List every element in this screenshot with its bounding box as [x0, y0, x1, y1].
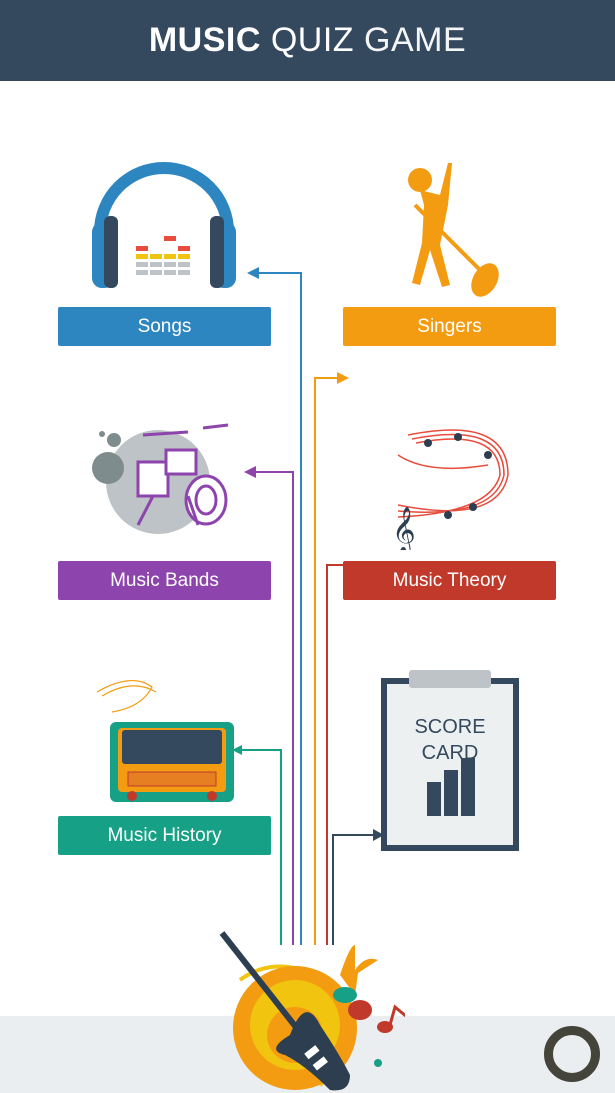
singers-button[interactable]: Singers — [343, 307, 556, 346]
music-history-button[interactable]: Music History — [58, 816, 271, 855]
score-label: SCORE — [414, 716, 486, 738]
bar-chart-icon — [427, 758, 475, 816]
headphones-icon — [92, 162, 236, 288]
app-header: MUSIC QUIZ GAME — [0, 0, 615, 81]
music-theory-button[interactable]: Music Theory — [343, 561, 556, 600]
clipboard-clip — [409, 670, 491, 688]
title-bold: MUSIC — [148, 21, 261, 59]
radio-icon — [96, 680, 234, 802]
scorecard-button[interactable]: SCORE CARD — [381, 670, 519, 851]
music-bands-button[interactable]: Music Bands — [58, 561, 271, 600]
drum-kit-icon — [92, 423, 229, 534]
songs-button[interactable]: Songs — [58, 307, 271, 346]
svg-text:𝄞: 𝄞 — [392, 507, 416, 550]
title-light: GAME — [364, 21, 467, 59]
music-staff-icon: 𝄞 — [392, 429, 509, 550]
guitar-logo-icon — [219, 931, 405, 1091]
ring-button-icon[interactable] — [544, 1026, 600, 1082]
title-mid: QUIZ — [270, 21, 355, 59]
singer-icon — [408, 163, 499, 297]
